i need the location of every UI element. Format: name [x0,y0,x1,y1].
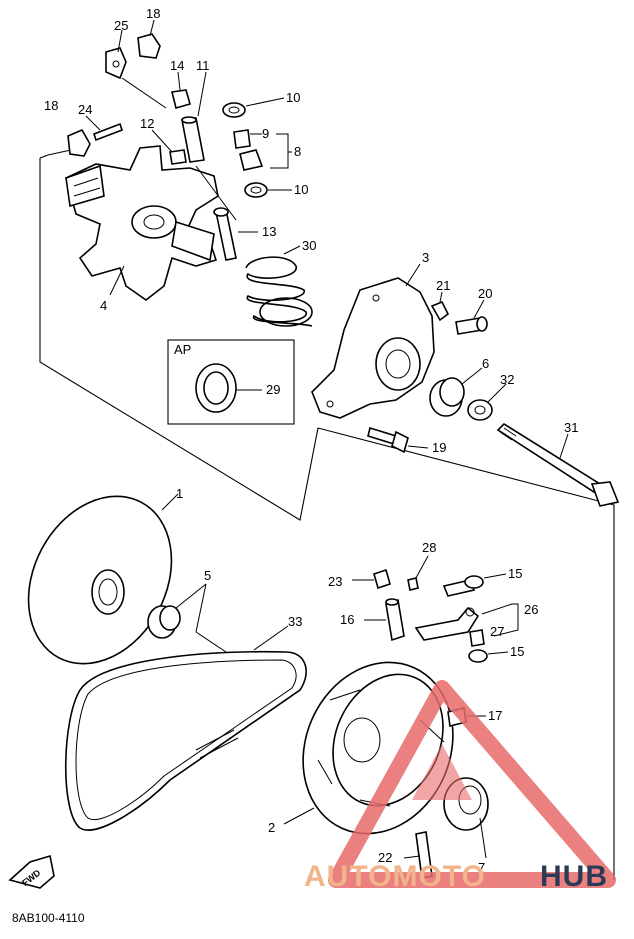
label-19: 19 [432,440,446,455]
label-11: 11 [196,58,210,73]
washer-15-top [464,575,484,589]
label-16: 16 [340,612,354,627]
ap-inset-box [167,339,295,425]
spring-30 [245,256,313,327]
label-23: 23 [328,574,342,589]
label-18-top: 18 [146,6,160,21]
collar-27 [469,629,485,647]
fwd-arrow-icon [8,854,55,889]
cam-cap-3 [311,277,435,419]
label-20: 20 [478,286,492,301]
pin-24 [92,122,124,142]
washer-15-bottom [468,649,488,663]
label-27: 27 [490,624,504,639]
diagram-code: 8AB100-4110 [12,911,85,925]
label-32: 32 [500,372,514,387]
label-5: 5 [204,568,211,583]
bushing-5 [147,605,181,639]
label-18-left: 18 [44,98,58,113]
upper-assembly-frame [39,158,615,880]
label-3: 3 [422,250,429,265]
label-8: 8 [294,144,301,159]
moving-sheave-2 [302,661,454,835]
label-2: 2 [268,820,275,835]
pin-16 [385,598,405,642]
label-25: 25 [114,18,128,33]
clip-25 [105,47,127,80]
label-15-bottom: 15 [510,644,524,659]
label-31: 31 [564,420,578,435]
label-6: 6 [482,356,489,371]
label-33: 33 [288,614,302,629]
washer-10-top [222,102,246,118]
label-15-top: 15 [508,566,522,581]
nut-14 [171,89,191,109]
bolt-19 [367,426,409,454]
nut-18-top [137,33,161,59]
label-14: 14 [170,58,184,73]
seal-29 [195,363,237,413]
label-21: 21 [436,278,450,293]
watermark-logo [328,680,616,888]
label-30: 30 [302,238,316,253]
label-10-bottom: 10 [294,182,308,197]
label-1: 1 [176,486,183,501]
nut-21 [430,300,450,322]
roller-9 [233,129,251,149]
label-22: 22 [378,850,392,865]
bushing-6 [429,377,465,417]
watermark-text-2: HUB [540,860,608,893]
label-13: 13 [262,224,276,239]
label-12: 12 [140,116,154,131]
watermark-text-1: AUTOMOTO [304,860,486,893]
long-bolt-31 [496,422,620,507]
pin-28 [407,577,419,591]
slider-arm-26 [414,579,480,641]
label-24: 24 [78,102,92,117]
nut-18-left [67,128,91,157]
washer-10-bottom [244,182,268,198]
primary-sheave-spider-4 [65,145,219,301]
collar-32 [467,399,493,421]
bolt-20 [455,316,488,335]
inset-ap-label: AP [174,342,191,357]
bolt-13 [213,207,237,261]
label-28: 28 [422,540,436,555]
label-9: 9 [262,126,269,141]
fixed-sheave-1 [27,495,173,665]
drive-belt-33 [64,650,307,831]
pin-11 [181,116,205,163]
roller-8 [239,149,264,171]
label-17: 17 [488,708,502,723]
label-26: 26 [524,602,538,617]
bolt-12 [169,149,187,165]
label-4: 4 [100,298,107,313]
label-7: 7 [478,860,485,875]
label-29: 29 [266,382,280,397]
label-10-top: 10 [286,90,300,105]
nut-23 [373,568,391,590]
